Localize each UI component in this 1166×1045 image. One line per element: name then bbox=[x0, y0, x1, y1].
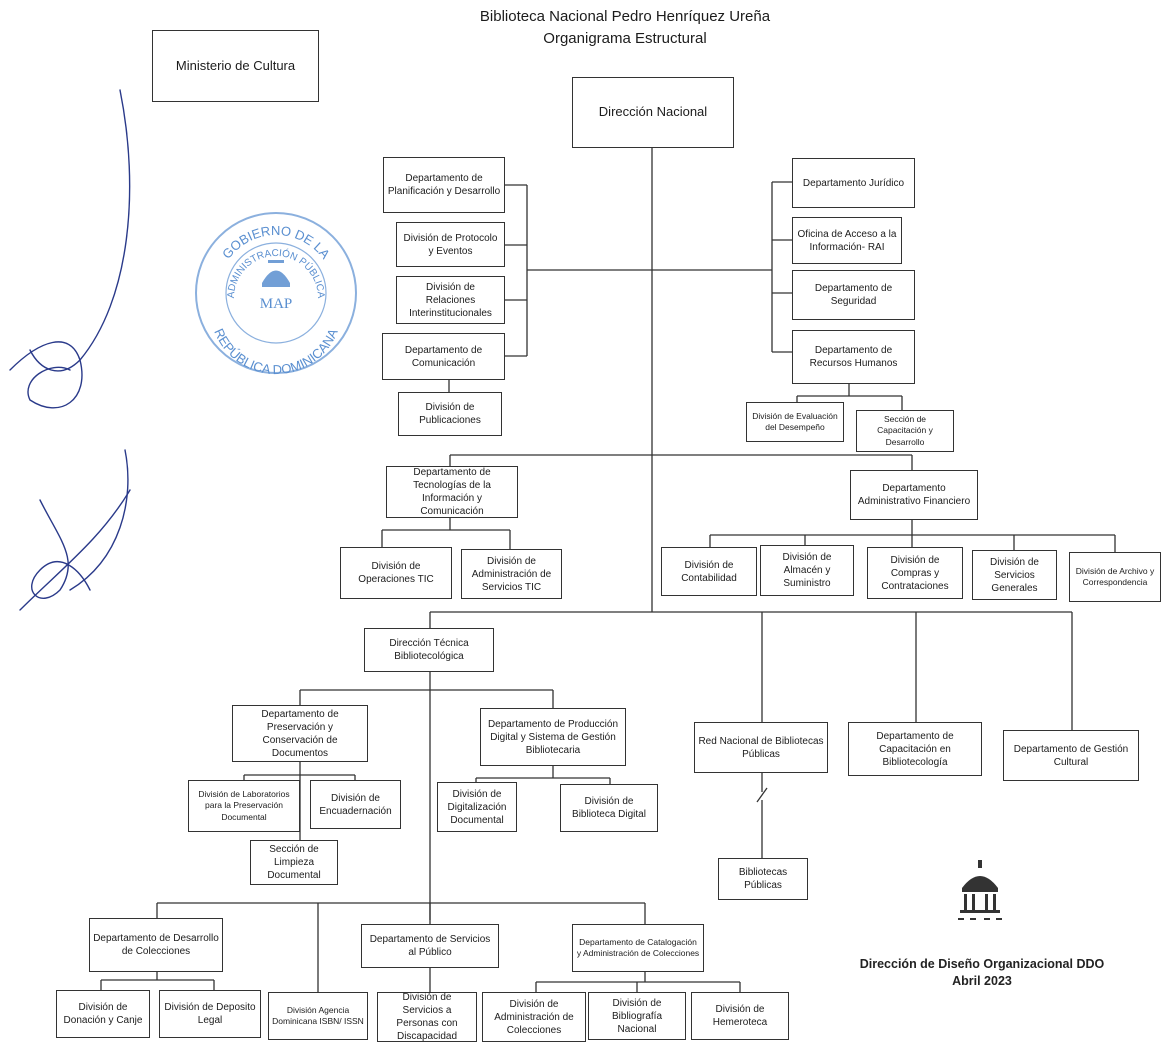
node-protocolo: División de Protocolo y Eventos bbox=[396, 222, 505, 267]
stamp-logo-text: MAP bbox=[260, 296, 293, 312]
node-discapacidad: División de Servicios a Personas con Dis… bbox=[377, 992, 477, 1042]
node-capacitacion-biblio: Departamento de Capacitación en Bibliote… bbox=[848, 722, 982, 776]
node-admin-financiero: Departamento Administrativo Financiero bbox=[850, 470, 978, 520]
node-catalogacion: Departamento de Catalogación y Administr… bbox=[572, 924, 704, 972]
footer-line-2: Abril 2023 bbox=[952, 974, 1012, 988]
title-line-1: Biblioteca Nacional Pedro Henríquez Ureñ… bbox=[479, 8, 771, 25]
node-rai: Oficina de Acceso a la Información- RAI bbox=[792, 217, 902, 264]
node-ministerio: Ministerio de Cultura bbox=[152, 30, 319, 102]
node-donacion: División de Donación y Canje bbox=[56, 990, 150, 1038]
stamp-bottom-text: REPÚBLICA DOMINICANA bbox=[211, 326, 341, 377]
node-laboratorios: División de Laboratorios para la Preserv… bbox=[188, 780, 300, 832]
node-contabilidad: División de Contabilidad bbox=[661, 547, 757, 596]
node-gestion-cultural: Departamento de Gestión Cultural bbox=[1003, 730, 1139, 781]
title-line-2: Organigrama Estructural bbox=[543, 30, 707, 47]
node-admin-colecciones: División de Administración de Coleccione… bbox=[482, 992, 586, 1042]
node-servicios-publico: Departamento de Servicios al Público bbox=[361, 924, 499, 968]
node-red-nacional: Red Nacional de Bibliotecas Públicas bbox=[694, 722, 828, 773]
dome-logo-icon bbox=[958, 860, 1002, 920]
handwritten-signature bbox=[9, 89, 131, 611]
node-juridico: Departamento Jurídico bbox=[792, 158, 915, 208]
node-almacen: División de Almacén y Suministro bbox=[760, 545, 854, 596]
node-evaluacion: División de Evaluación del Desempeño bbox=[746, 402, 844, 442]
node-hemeroteca: División de Hemeroteca bbox=[691, 992, 789, 1040]
node-encuadernacion: División de Encuadernación bbox=[310, 780, 401, 829]
node-produccion-digital: Departamento de Producción Digital y Sis… bbox=[480, 708, 626, 766]
node-deposito: División de Deposito Legal bbox=[159, 990, 261, 1038]
node-seguridad: Departamento de Seguridad bbox=[792, 270, 915, 320]
footer-credit: Dirección de Diseño Organizacional DDO A… bbox=[852, 956, 1112, 990]
node-isbn: División Agencia Dominicana ISBN/ ISSN bbox=[268, 992, 368, 1040]
node-direccion-tecnica: Dirección Técnica Bibliotecológica bbox=[364, 628, 494, 672]
node-admin-tic: División de Administración de Servicios … bbox=[461, 549, 562, 599]
node-planificacion: Departamento de Planificación y Desarrol… bbox=[383, 157, 505, 213]
svg-text:REPÚBLICA DOMINICANA: REPÚBLICA DOMINICANA bbox=[211, 326, 341, 377]
node-publicaciones: División de Publicaciones bbox=[398, 392, 502, 436]
node-archivo: División de Archivo y Correspondencia bbox=[1069, 552, 1161, 602]
node-capacitacion-rrhh: Sección de Capacitación y Desarrollo bbox=[856, 410, 954, 452]
node-limpieza: Sección de Limpieza Documental bbox=[250, 840, 338, 885]
node-servicios-generales: División de Servicios Generales bbox=[972, 550, 1057, 600]
node-rrhh: Departamento de Recursos Humanos bbox=[792, 330, 915, 384]
node-preservacion: Departamento de Preservación y Conservac… bbox=[232, 705, 368, 762]
footer-line-1: Dirección de Diseño Organizacional DDO bbox=[859, 957, 1105, 971]
chart-title: Biblioteca Nacional Pedro Henríquez Ureñ… bbox=[420, 6, 830, 50]
dome-icon bbox=[262, 260, 290, 287]
node-comunicacion: Departamento de Comunicación bbox=[382, 333, 505, 380]
node-tic: Departamento de Tecnologías de la Inform… bbox=[386, 466, 518, 518]
node-direccion-nacional: Dirección Nacional bbox=[572, 77, 734, 148]
node-desarrollo-colecciones: Departamento de Desarrollo de Coleccione… bbox=[89, 918, 223, 972]
node-bibliotecas-publicas: Bibliotecas Públicas bbox=[718, 858, 808, 900]
node-compras: División de Compras y Contrataciones bbox=[867, 547, 963, 599]
node-digitalizacion: División de Digitalización Documental bbox=[437, 782, 517, 832]
node-operaciones-tic: División de Operaciones TIC bbox=[340, 547, 452, 599]
government-stamp: GOBIERNO DE LA ADMINISTRACIÓN PÚBLICA RE… bbox=[195, 212, 357, 377]
node-biblioteca-digital: División de Biblioteca Digital bbox=[560, 784, 658, 832]
node-bibliografia: División de Bibliografía Nacional bbox=[588, 992, 686, 1040]
node-relaciones: División de Relaciones Interinstituciona… bbox=[396, 276, 505, 324]
